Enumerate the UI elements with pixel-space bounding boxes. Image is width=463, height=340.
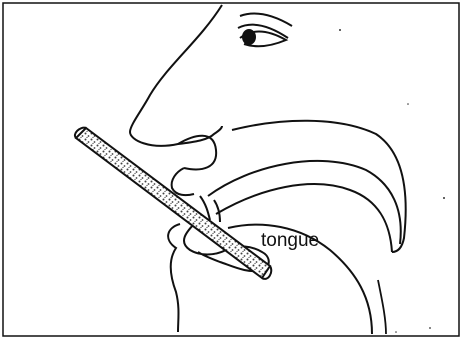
- face-profile: [130, 5, 222, 146]
- eye-drawing: [238, 14, 292, 47]
- image-border: [3, 3, 459, 336]
- tongue-label: tongue: [261, 230, 319, 251]
- upper-lip: [172, 168, 194, 195]
- lower-lip-chin: [168, 224, 180, 332]
- scan-speckles: [339, 29, 445, 333]
- neck-line: [378, 280, 386, 334]
